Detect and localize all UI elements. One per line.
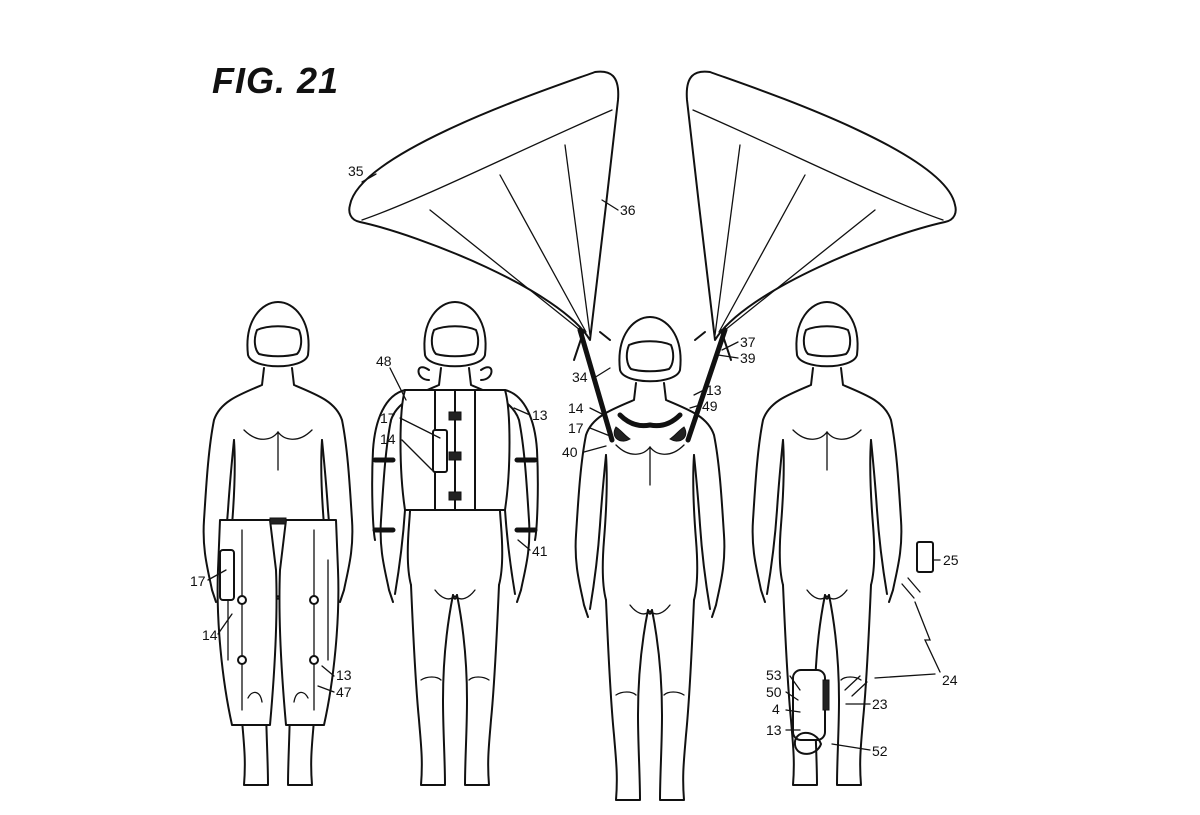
label-34: 34 bbox=[572, 369, 588, 385]
label-53: 53 bbox=[766, 667, 782, 683]
label-17-b: 17 bbox=[380, 410, 396, 426]
label-40: 40 bbox=[562, 444, 578, 460]
label-48: 48 bbox=[376, 353, 392, 369]
label-14-b: 14 bbox=[380, 431, 396, 447]
label-13-b: 13 bbox=[532, 407, 548, 423]
label-35: 35 bbox=[348, 163, 364, 179]
label-4: 4 bbox=[772, 701, 780, 717]
reference-numerals: 35 36 37 39 34 13 14 49 17 40 48 17 14 1… bbox=[190, 163, 959, 759]
label-24: 24 bbox=[942, 672, 958, 688]
figure-1-leg-suit bbox=[202, 301, 354, 786]
label-50: 50 bbox=[766, 684, 782, 700]
label-52: 52 bbox=[872, 743, 888, 759]
label-39: 39 bbox=[740, 350, 756, 366]
label-23: 23 bbox=[872, 696, 888, 712]
leader-lines bbox=[207, 173, 941, 751]
label-14-c: 14 bbox=[568, 400, 584, 416]
wireless-signal-icon bbox=[901, 577, 921, 599]
label-17-a: 17 bbox=[190, 573, 206, 589]
label-13-a: 13 bbox=[336, 667, 352, 683]
label-37: 37 bbox=[740, 334, 756, 350]
label-13-c: 13 bbox=[706, 382, 722, 398]
figure-2-vest-suit bbox=[371, 301, 539, 786]
label-49: 49 bbox=[702, 398, 718, 414]
wireless-signal-icon-2 bbox=[844, 675, 868, 697]
label-17-c: 17 bbox=[568, 420, 584, 436]
figure-title: FIG. 21 bbox=[212, 60, 340, 101]
signal-path bbox=[874, 601, 941, 679]
label-41: 41 bbox=[532, 543, 548, 559]
left-wing bbox=[348, 70, 620, 443]
figure-3-wing-deployment bbox=[574, 316, 726, 801]
label-25: 25 bbox=[943, 552, 959, 568]
right-wing bbox=[685, 70, 957, 443]
label-36: 36 bbox=[620, 202, 636, 218]
label-14-a: 14 bbox=[202, 627, 218, 643]
label-13-d: 13 bbox=[766, 722, 782, 738]
figure-4-leg-device bbox=[751, 301, 903, 786]
label-47: 47 bbox=[336, 684, 352, 700]
smartphone-icon bbox=[916, 541, 934, 573]
